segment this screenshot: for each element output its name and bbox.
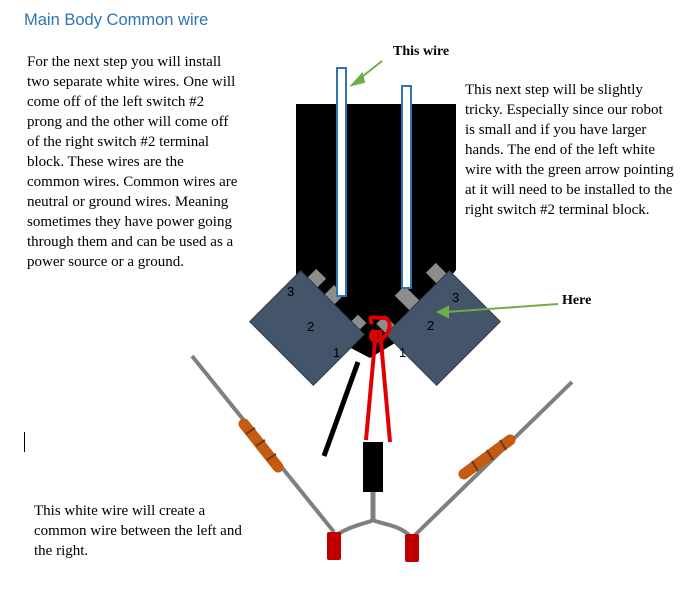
paragraph-line: block. These wires are the (27, 154, 184, 170)
resistor-bands (471, 439, 507, 472)
this-wire-label: This wire (393, 44, 450, 59)
right-terminal-number: 3 (452, 290, 459, 305)
left-terminal-number: 2 (307, 319, 314, 334)
left-terminal-number: 3 (287, 284, 294, 299)
paragraph-line: neutral or ground wires. Meaning (27, 194, 229, 210)
here-label: Here (562, 293, 592, 308)
paragraph-line: tricky. Especially since our robot (465, 102, 663, 118)
paragraph-line: of the right switch #2 terminal (27, 134, 210, 150)
right-terminal-number: 1 (399, 345, 406, 360)
resistor-bands (245, 427, 277, 461)
left-resistor (238, 418, 284, 473)
left-white-wire (336, 67, 347, 297)
paragraph-line: at it will need to be installed to the (465, 182, 673, 198)
paragraph-line: common wire between the left and (34, 523, 242, 539)
right-terminal-numbers: 3 2 1 (399, 290, 459, 360)
arrow-icon (349, 60, 383, 87)
grey-lead-wire (336, 517, 412, 538)
paragraph-line: common wires. Common wires are (27, 174, 238, 190)
paragraph-line: power source or a ground. (27, 254, 185, 270)
tricky-paragraph: This next step will be slightly tricky. E… (465, 80, 674, 220)
left-terminal-number: 1 (333, 345, 340, 360)
paragraph-line: come off of the left switch #2 (27, 94, 205, 110)
paragraph-line: is small and if you have larger (465, 122, 647, 138)
heat-shrink (363, 442, 383, 492)
paragraph-line: right switch #2 terminal block. (465, 202, 650, 218)
paragraph-line: For the next step you will install (27, 54, 222, 70)
red-lead-wire (368, 315, 392, 343)
black-lead-wire (321, 361, 361, 457)
left-switch-block (249, 270, 365, 386)
paragraph-line: two separate white wires. One will (27, 74, 236, 90)
right-switch-block (385, 270, 501, 386)
right-terminal-number: 2 (427, 318, 434, 333)
paragraph-line: through them and can be used as a (27, 234, 234, 250)
page-title: Main Body Common wire (24, 11, 209, 29)
left-led (327, 532, 341, 560)
paragraph-line: prong and the other will come off (27, 114, 229, 130)
red-lead-wire (364, 329, 392, 443)
right-led (405, 534, 419, 562)
paragraph-line: This next step will be slightly (465, 82, 643, 98)
right-white-wire (401, 85, 412, 289)
left-terminal-numbers: 3 2 1 (287, 284, 340, 360)
paragraph-line: the right. (34, 543, 89, 559)
bottom-paragraph: This white wire will create a common wire… (34, 501, 242, 561)
paragraph-line: This white wire will create a (34, 503, 206, 519)
paragraph-line: sometimes they have power going (27, 214, 232, 230)
intro-paragraph: For the next step you will install two se… (27, 52, 237, 272)
arrow-icon (435, 303, 559, 319)
paragraph-line: hands. The end of the left white (465, 142, 656, 158)
paragraph-line: wire with the green arrow pointing (465, 162, 674, 178)
text-cursor (24, 432, 25, 452)
